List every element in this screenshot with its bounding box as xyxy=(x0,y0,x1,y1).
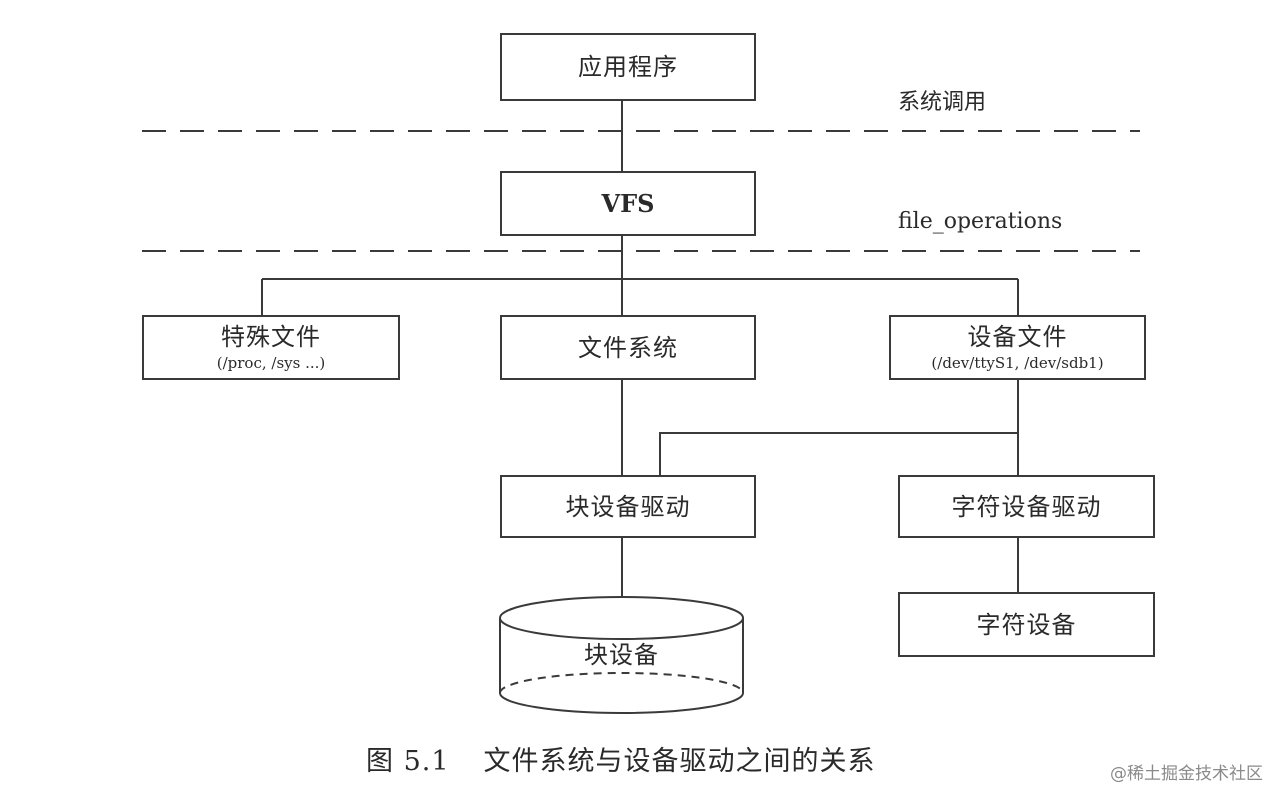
figure-caption: 图 5.1 文件系统与设备驱动之间的关系 xyxy=(366,746,876,778)
filesystem-box: 文件系统 xyxy=(500,315,756,380)
vfs-box: VFS xyxy=(500,171,756,236)
app-box: 应用程序 xyxy=(500,33,756,101)
block-driver-label: 块设备驱动 xyxy=(565,492,691,521)
device-file-paths: (/dev/ttyS1, /dev/sdb1) xyxy=(931,354,1104,372)
special-file-paths: (/proc, /sys ...) xyxy=(216,354,326,372)
source-watermark: @稀土掘金技术社区 xyxy=(1110,764,1263,784)
char-device-label: 字符设备 xyxy=(976,610,1077,639)
vfs-label: VFS xyxy=(601,188,655,218)
syscall-label: 系统调用 xyxy=(898,90,987,115)
special-file-box: 特殊文件 (/proc, /sys ...) xyxy=(142,315,400,380)
app-label: 应用程序 xyxy=(578,53,678,81)
figure-title: 文件系统与设备驱动之间的关系 xyxy=(483,746,876,777)
device-file-box: 设备文件 (/dev/ttyS1, /dev/sdb1) xyxy=(889,315,1146,380)
block-driver-box: 块设备驱动 xyxy=(500,475,756,538)
devfile-blkdrv-connector xyxy=(659,432,1018,476)
char-driver-box: 字符设备驱动 xyxy=(898,475,1155,538)
char-driver-label: 字符设备驱动 xyxy=(951,492,1102,521)
char-device-box: 字符设备 xyxy=(898,592,1155,657)
fileops-label: file_operations xyxy=(898,209,1063,234)
block-device-label: 块设备 xyxy=(584,641,659,669)
device-file-label: 设备文件 xyxy=(967,323,1068,351)
filesystem-label: 文件系统 xyxy=(578,333,678,362)
block-device-cylinder xyxy=(499,596,744,714)
special-file-label: 特殊文件 xyxy=(221,323,321,351)
figure-number: 图 5.1 xyxy=(366,746,450,777)
